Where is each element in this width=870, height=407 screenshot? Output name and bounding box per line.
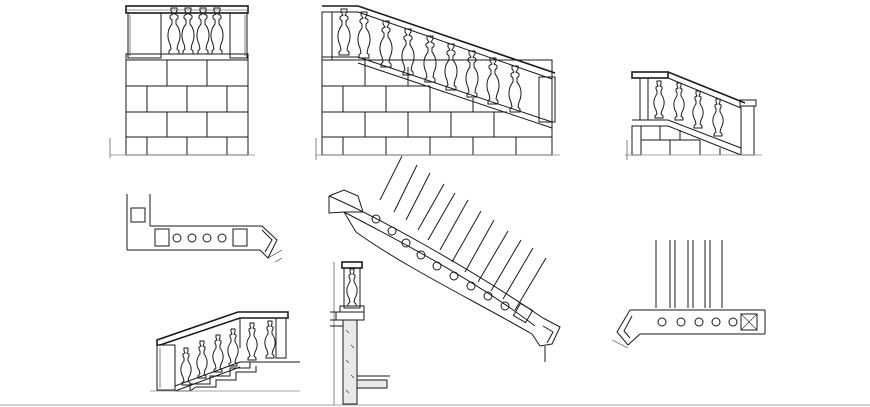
plan-curved-stair — [328, 155, 561, 362]
plan-corner-left — [126, 194, 283, 263]
front-elevation-straight — [109, 5, 255, 158]
baluster-section — [330, 261, 390, 405]
side-elevation-stair — [315, 5, 560, 160]
small-stair-elevation — [625, 71, 762, 160]
stair-perspective — [150, 311, 300, 392]
plan-corner-right — [611, 240, 766, 349]
